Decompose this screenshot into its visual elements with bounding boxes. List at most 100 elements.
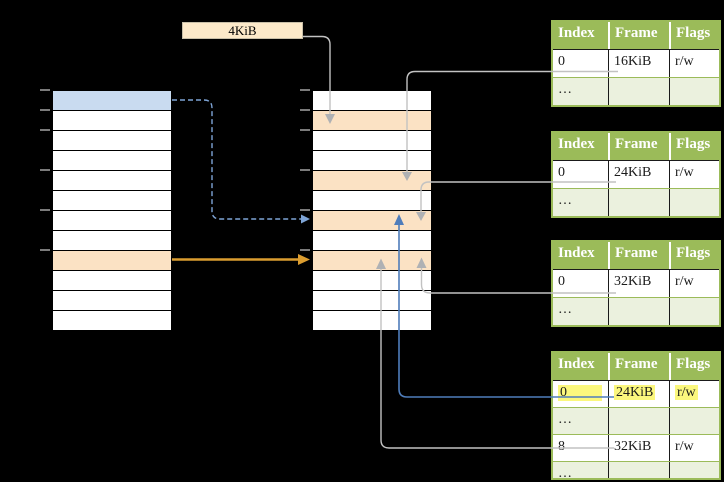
memory-cell xyxy=(53,271,171,291)
memory-cell xyxy=(313,291,431,311)
arrow-left-row0-to-middle-row6 xyxy=(172,99,310,224)
memory-cell xyxy=(313,311,431,330)
table-cell xyxy=(669,78,719,105)
memory-cell-orange xyxy=(313,171,431,191)
table-cell: … xyxy=(558,412,572,427)
tick-mark xyxy=(40,209,50,211)
table-cell: 0 xyxy=(558,165,565,180)
tick-mark xyxy=(300,249,310,251)
table-row: 0 24KiB r/w xyxy=(553,381,719,408)
column-header: Index xyxy=(558,245,595,261)
memory-cell xyxy=(313,271,431,291)
table-cell: … xyxy=(558,302,572,317)
column-header: Flags xyxy=(669,22,719,49)
memory-cell xyxy=(53,211,171,231)
table-cell xyxy=(608,298,669,325)
column-header: Index xyxy=(558,136,595,152)
middle-memory-column xyxy=(312,90,432,331)
table-cell: r/w xyxy=(669,161,719,188)
column-header: Frame xyxy=(608,22,669,49)
table-cell xyxy=(608,462,669,478)
table-cell: 0 xyxy=(558,274,565,289)
tick-mark xyxy=(300,169,310,171)
column-header: Flags xyxy=(669,353,719,380)
table-cell: … xyxy=(558,193,572,208)
column-header: Frame xyxy=(608,353,669,380)
tick-mark xyxy=(40,249,50,251)
memory-cell xyxy=(313,131,431,151)
left-memory-column xyxy=(52,90,172,331)
memory-cell xyxy=(53,151,171,171)
highlighted-value: 0 xyxy=(558,385,602,401)
table-cell: 32KiB xyxy=(608,270,669,297)
table-cell: 24KiB xyxy=(608,161,669,188)
column-header: Flags xyxy=(669,133,719,160)
table-cell: … xyxy=(558,82,572,97)
table-cell: r/w xyxy=(669,270,719,297)
table-cell xyxy=(608,408,669,434)
table-cell: r/w xyxy=(669,50,719,77)
table-cell xyxy=(669,462,719,478)
table-cell: 24KiB xyxy=(608,381,669,407)
column-header: Flags xyxy=(669,242,719,269)
memory-cell xyxy=(53,111,171,131)
tick-mark xyxy=(40,109,50,111)
table-cell: … xyxy=(558,466,572,478)
column-header: Index xyxy=(558,356,595,372)
tick-mark xyxy=(40,169,50,171)
table-cell: r/w xyxy=(669,381,719,407)
memory-cell xyxy=(53,291,171,311)
memory-cell-orange xyxy=(313,251,431,271)
table-cell xyxy=(669,408,719,434)
memory-cell xyxy=(53,231,171,251)
table-cell: 16KiB xyxy=(608,50,669,77)
highlighted-value: 24KiB xyxy=(614,385,656,400)
column-header: Index xyxy=(558,25,595,41)
table-cell xyxy=(608,78,669,105)
column-header: Frame xyxy=(608,242,669,269)
table-cell: 8 xyxy=(558,439,565,454)
tick-mark xyxy=(300,209,310,211)
tick-mark xyxy=(300,109,310,111)
arrow-left-row8-to-middle-row8 xyxy=(172,254,310,265)
tick-mark xyxy=(300,89,310,91)
tick-mark xyxy=(300,129,310,131)
table-cell: 0 xyxy=(558,54,565,69)
table-row: … xyxy=(553,462,719,478)
memory-cell xyxy=(313,231,431,251)
column-header: Frame xyxy=(608,133,669,160)
table-cell: r/w xyxy=(669,435,719,461)
table-cell xyxy=(608,189,669,216)
memory-cell-orange xyxy=(313,111,431,131)
table-cell: 32KiB xyxy=(608,435,669,461)
tick-mark xyxy=(40,89,50,91)
memory-cell-orange xyxy=(313,211,431,231)
memory-cell xyxy=(53,191,171,211)
table-cell xyxy=(669,189,719,216)
memory-cell xyxy=(53,311,171,330)
table-row: … xyxy=(553,78,719,105)
memory-cell xyxy=(53,171,171,191)
table-row: … xyxy=(553,189,719,216)
memory-cell-blue xyxy=(53,91,171,111)
table-cell: 0 xyxy=(553,381,608,407)
table-row: … xyxy=(553,298,719,325)
memory-cell xyxy=(313,91,431,111)
table-cell xyxy=(669,298,719,325)
memory-cell xyxy=(313,151,431,171)
tick-mark xyxy=(40,129,50,131)
memory-cell xyxy=(313,191,431,211)
